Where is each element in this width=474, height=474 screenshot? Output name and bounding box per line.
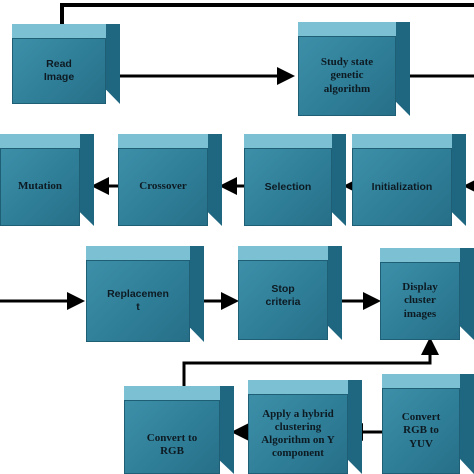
node-study-state: Study state genetic algorithm (298, 22, 410, 116)
node-display-cluster: Display cluster images (380, 248, 474, 340)
node-selection-label: Selection (264, 180, 312, 193)
node-study-state-label: Study state genetic algorithm (320, 56, 374, 95)
node-mutation-label: Mutation (18, 180, 62, 193)
node-convert-rgb: Convert to RGB (124, 386, 234, 474)
node-selection: Selection (244, 134, 346, 226)
node-initialization: Initialization (352, 134, 466, 226)
node-stop-criteria-label: Stop criteria (265, 283, 301, 308)
node-stop-criteria: Stop criteria (238, 246, 342, 340)
node-read-image: Read Image (12, 24, 120, 104)
node-display-cluster-label: Display cluster images (402, 281, 438, 320)
node-convert-rgb-label: Convert to RGB (146, 431, 198, 457)
node-replacement-label: Replacemen t (107, 288, 169, 313)
node-mutation: Mutation (0, 134, 94, 226)
connector-top-loop (60, 3, 474, 44)
node-convert-yuv: Convert RGB to YUV (382, 374, 474, 474)
node-crossover-label: Crossover (139, 180, 187, 193)
node-hybrid-clustering-label: Apply a hybrid clustering Algorithm on Y… (261, 407, 335, 460)
node-read-image-label: Read Image (43, 58, 75, 83)
node-crossover: Crossover (118, 134, 222, 226)
node-replacement: Replacemen t (86, 246, 204, 342)
node-initialization-label: Initialization (371, 180, 433, 193)
arrow-convertrgb-to-display (182, 337, 439, 386)
node-hybrid-clustering: Apply a hybrid clustering Algorithm on Y… (248, 380, 362, 474)
node-convert-yuv-label: Convert RGB to YUV (401, 411, 441, 450)
